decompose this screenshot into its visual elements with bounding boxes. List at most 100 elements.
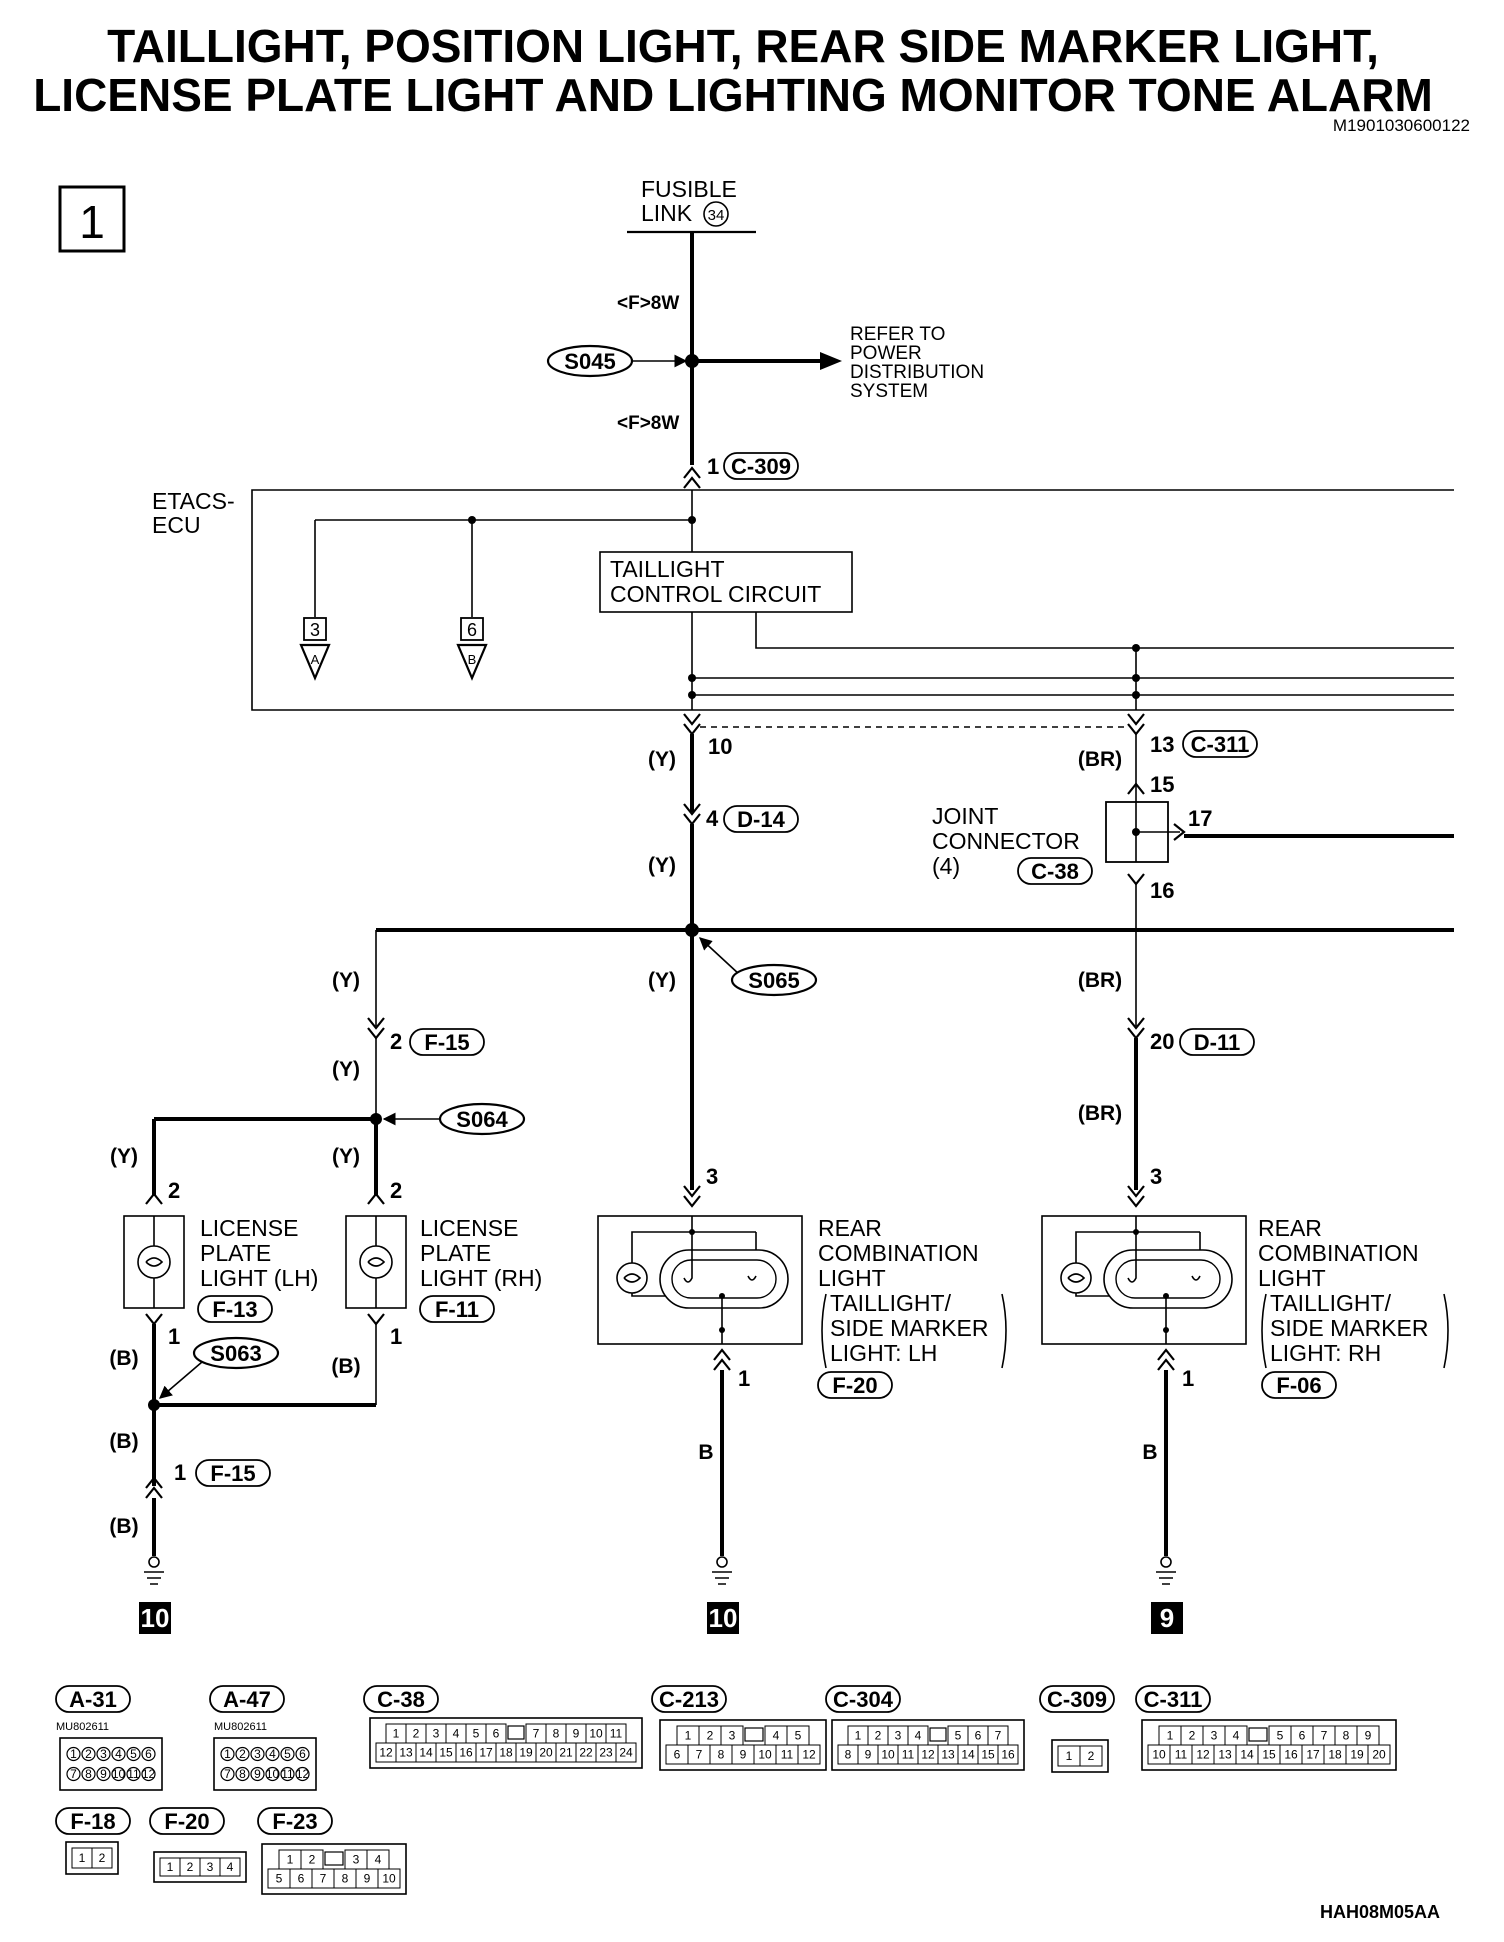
jc-in-pin: 15 xyxy=(1150,772,1174,797)
rcl-rh-top-pin: 3 xyxy=(1150,1164,1162,1189)
a31-view-cavity xyxy=(66,1746,81,1762)
d14-tag: D-14 xyxy=(737,807,785,832)
c38-view-lock xyxy=(507,1725,525,1740)
taillight-circuit-label-2: CONTROL CIRCUIT xyxy=(610,581,821,607)
lic-lh-bot-mark xyxy=(145,1313,163,1326)
c304-view-tag: C-304 xyxy=(833,1687,894,1712)
c304-view-pin: 1 xyxy=(855,1729,862,1743)
a31-view-tag: A-31 xyxy=(69,1687,117,1712)
a47-view-cavity xyxy=(265,1766,280,1782)
license-rh-filament xyxy=(367,1257,386,1267)
c38-view-pin: 8 xyxy=(553,1727,560,1741)
license-rh-label-2: PLATE xyxy=(420,1240,491,1266)
rear-lh-side-bulb-icon xyxy=(616,1262,648,1294)
a47-view-pin: 8 xyxy=(239,1767,246,1781)
joint-connector-label-2: CONNECTOR xyxy=(932,828,1080,854)
joint-connector-label-1: JOINT xyxy=(932,803,998,829)
a47-view-cavity xyxy=(250,1746,265,1762)
c38-view-tag: C-38 xyxy=(377,1687,425,1712)
f15-pin: 2 xyxy=(390,1029,402,1054)
c311-view-tag: C-311 xyxy=(1144,1687,1203,1712)
c213-view-pin: 10 xyxy=(758,1748,772,1762)
jc-in-mark xyxy=(1127,782,1145,795)
c304-view-pin: 3 xyxy=(895,1729,902,1743)
a47-view-pin: 12 xyxy=(296,1767,310,1781)
c38-view-pin: 6 xyxy=(493,1727,500,1741)
rear-lh-paren-right xyxy=(1001,1293,1007,1369)
c213-view-pin: 1 xyxy=(685,1729,692,1743)
c311-view-cavity xyxy=(1367,1744,1391,1765)
d14-tag-box xyxy=(723,805,799,833)
d14-pin: 4 xyxy=(706,806,719,831)
c38-view-pin: 10 xyxy=(589,1727,603,1741)
rear-rh-paren-left xyxy=(1261,1293,1267,1369)
refer-note-3: DISTRIBUTION xyxy=(850,362,984,383)
f23-view-pin: 10 xyxy=(382,1872,396,1886)
c311-view-pin: 2 xyxy=(1189,1729,1196,1743)
license-lh-label-2: PLATE xyxy=(200,1240,271,1266)
f13-tag: F-13 xyxy=(212,1297,257,1322)
f11-tag-box xyxy=(419,1295,495,1323)
a47-view-pin: 2 xyxy=(239,1747,246,1761)
c38-view-pin: 18 xyxy=(499,1746,513,1760)
c213-view-pin: 3 xyxy=(729,1729,736,1743)
wire-color-b-lh: B xyxy=(698,1441,713,1464)
ground-2-node xyxy=(716,1556,728,1568)
rear-lh-label-1: REAR xyxy=(818,1215,882,1241)
c311-tag: C-311 xyxy=(1191,732,1250,757)
bus-mid-dot xyxy=(688,674,696,682)
c304-view-tag-box xyxy=(825,1685,901,1713)
c38-view-pin: 13 xyxy=(399,1746,413,1760)
f23-view-cavity xyxy=(377,1868,401,1889)
a31-view-pin: 3 xyxy=(100,1747,107,1761)
c304-view-pin: 9 xyxy=(865,1748,872,1762)
license-lh-label-3: LIGHT (LH) xyxy=(200,1265,318,1291)
f23-view-pin: 2 xyxy=(309,1853,316,1867)
a31-view-cavity xyxy=(96,1766,111,1782)
offpage-b-triangle xyxy=(456,643,488,681)
c38-view-pin: 20 xyxy=(539,1746,553,1760)
f23-view-tag-box xyxy=(257,1807,333,1835)
a47-view-pin: 4 xyxy=(269,1747,276,1761)
etacs-label-2: ECU xyxy=(152,512,201,538)
rear-lh-out-dot xyxy=(719,1327,725,1333)
ground-2-icon xyxy=(712,1571,732,1585)
c311-view-pin: 11 xyxy=(1175,1748,1188,1762)
f18-view-tag: F-18 xyxy=(70,1809,115,1834)
f23-view-pin: 1 xyxy=(287,1853,294,1867)
refer-note-1: REFER TO xyxy=(850,324,945,345)
c304-view-pin: 8 xyxy=(845,1748,852,1762)
c304-view-pin: 6 xyxy=(975,1729,982,1743)
f13-tag-box xyxy=(197,1295,273,1323)
f23-view-pin: 4 xyxy=(375,1853,382,1867)
c213-view-pin: 2 xyxy=(707,1729,714,1743)
d11-tag-box xyxy=(1179,1028,1255,1056)
a31-view-pin: 2 xyxy=(85,1747,92,1761)
c38-view-pin: 22 xyxy=(579,1746,593,1760)
f15-gnd-pin: 1 xyxy=(174,1460,186,1485)
c38-view-pin: 16 xyxy=(459,1746,473,1760)
wire-color-y1: (Y) xyxy=(648,748,676,771)
d11-pin: 20 xyxy=(1150,1029,1174,1054)
rear-rh-inner-frame xyxy=(1075,1216,1166,1297)
c38-view-pin: 9 xyxy=(573,1727,580,1741)
c311-view-pin: 8 xyxy=(1343,1729,1350,1743)
ground-1-label: 10 xyxy=(141,1603,170,1633)
f23-view-tag: F-23 xyxy=(272,1809,317,1834)
rear-rh-side-filament xyxy=(1067,1273,1086,1283)
wire-size-top: <F>8W xyxy=(617,293,679,314)
a31-view-cavity xyxy=(126,1746,141,1762)
f15-gnd-mark xyxy=(145,1476,163,1499)
f15-tag-box xyxy=(409,1028,485,1056)
c309-tag-box xyxy=(723,452,799,480)
bus-mid-dot-br xyxy=(1132,674,1140,682)
a47-view-housing xyxy=(213,1737,317,1791)
rear-lh-common-dot xyxy=(719,1293,725,1299)
a31-view-cavity xyxy=(141,1746,156,1762)
a31-view-pin: 11 xyxy=(127,1767,140,1781)
f15-gnd-tag-box xyxy=(195,1459,271,1487)
c304-view-pin: 16 xyxy=(1001,1748,1015,1762)
fusible-link-label-2: LINK xyxy=(641,200,693,226)
ground-1-box xyxy=(139,1602,171,1634)
a31-view-cavity xyxy=(96,1746,111,1762)
